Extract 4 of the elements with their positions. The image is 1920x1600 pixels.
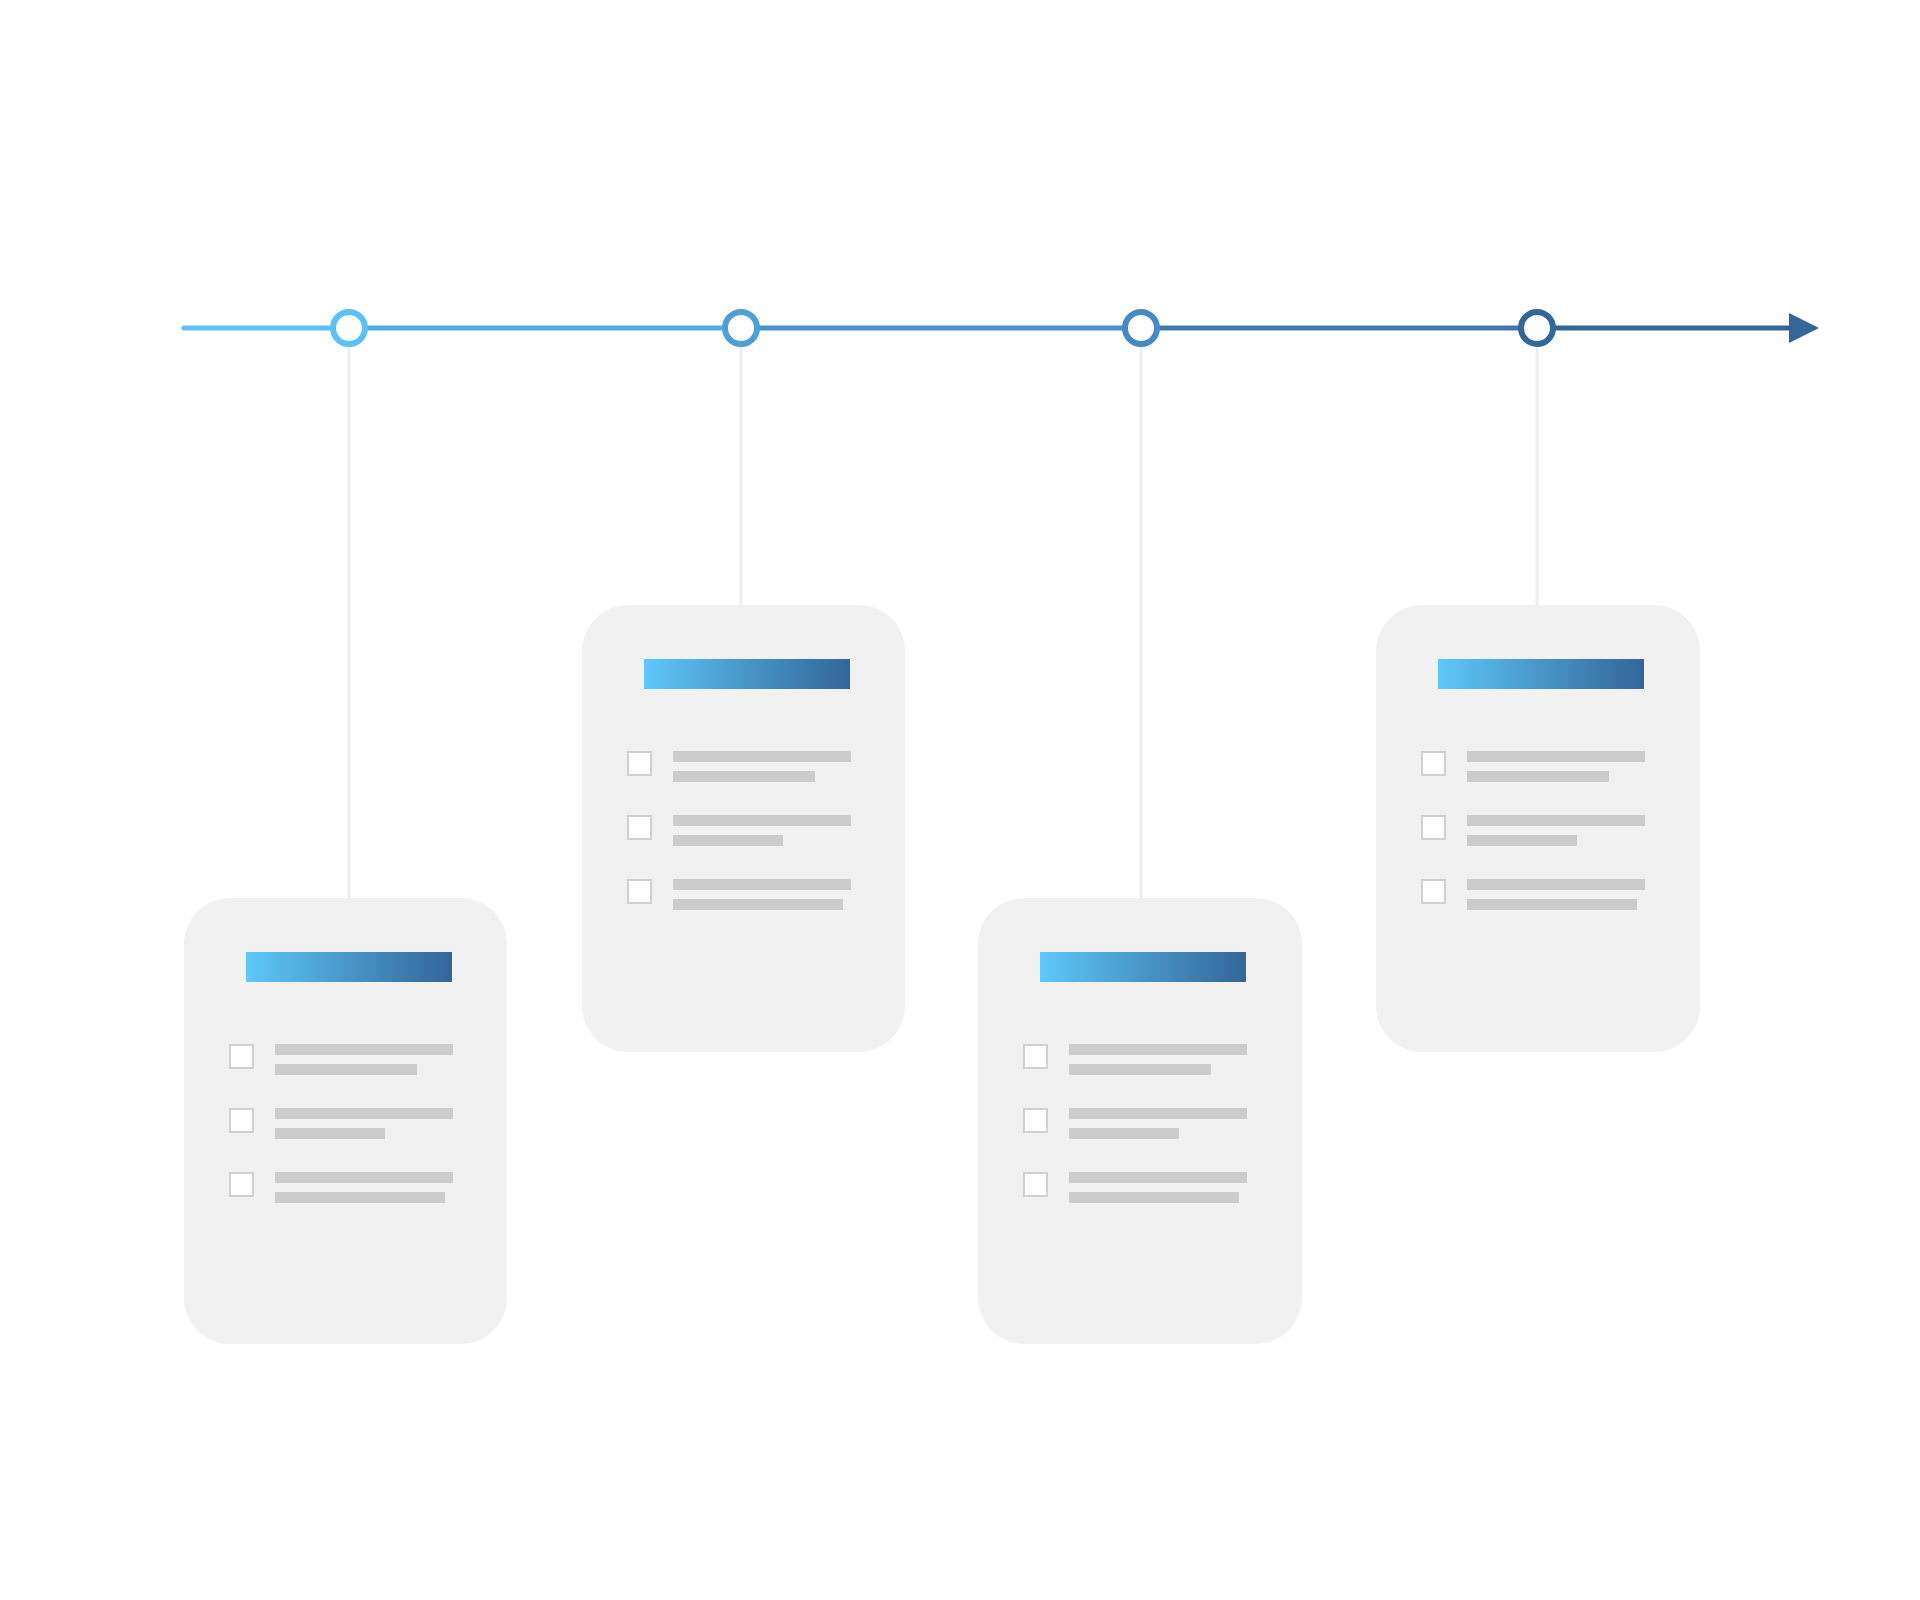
- checklist-card: [184, 898, 507, 1344]
- checklist-card: [582, 605, 905, 1052]
- checklist-card: [978, 898, 1302, 1344]
- checklist-card: [1376, 605, 1700, 1052]
